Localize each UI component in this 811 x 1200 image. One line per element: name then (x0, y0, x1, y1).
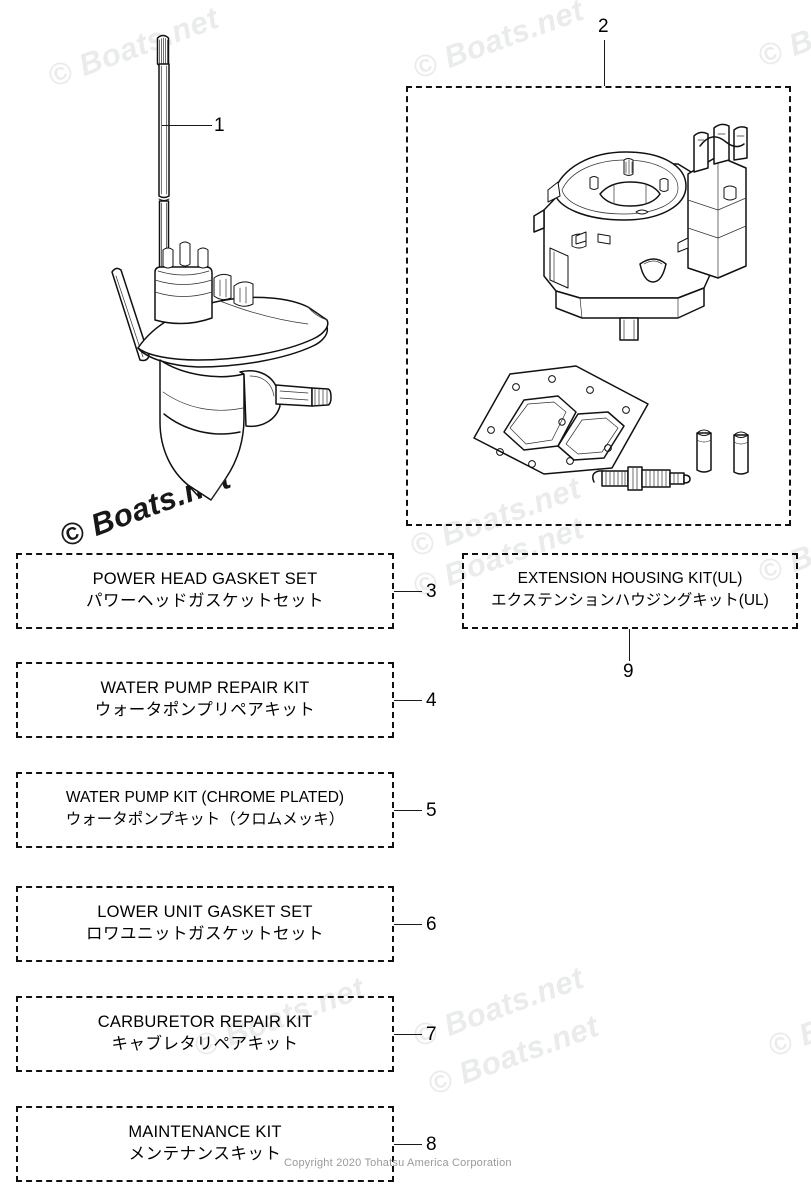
kit-label-jp: ウォータポンプキット（クロムメッキ） (65, 811, 345, 829)
watermark: © Boats.net (423, 1008, 604, 1102)
callout-2: 2 (598, 16, 609, 37)
callout-6: 6 (426, 914, 437, 935)
kit-label-en: MAINTENANCE KIT (128, 1122, 282, 1141)
leader-line-6 (394, 924, 422, 925)
kit-box-maintenance-kit[interactable]: MAINTENANCE KIT メンテナンスキット (16, 1106, 394, 1182)
kit-label-jp: キャブレタリペアキット (111, 1035, 299, 1054)
callout-7: 7 (426, 1024, 437, 1045)
callout-4: 4 (426, 690, 437, 711)
leader-line-8 (394, 1144, 422, 1145)
spark-plug-drawing (588, 462, 693, 494)
leader-line-4 (394, 700, 422, 701)
kit-box-power-head-gasket-set[interactable]: POWER HEAD GASKET SET パワーヘッドガスケットセット (16, 553, 394, 629)
kit-box-lower-unit-gasket-set[interactable]: LOWER UNIT GASKET SET ロワユニットガスケットセット (16, 886, 394, 962)
kit-label-en: WATER PUMP REPAIR KIT (100, 678, 310, 697)
kit-label-jp: ウォータポンプリペアキット (94, 701, 316, 720)
callout-5: 5 (426, 800, 437, 821)
kit-box-carburetor-repair-kit[interactable]: CARBURETOR REPAIR KIT キャブレタリペアキット (16, 996, 394, 1072)
dowel-pin-left-drawing (694, 426, 714, 476)
watermark: © Boats.net (408, 0, 589, 86)
callout-3: 3 (426, 581, 437, 602)
dowel-pin-right-drawing (731, 428, 751, 478)
callout-1: 1 (214, 115, 225, 136)
watermark: © Boats.net (753, 0, 811, 74)
leader-line-9 (629, 629, 630, 661)
kit-label-en: EXTENSION HOUSING KIT(UL) (517, 570, 743, 588)
copyright-notice: Copyright 2020 Tohatsu America Corporati… (284, 1157, 512, 1169)
leader-line-5 (394, 810, 422, 811)
kit-label-en: CARBURETOR REPAIR KIT (97, 1012, 313, 1031)
leader-line-2 (604, 40, 605, 86)
leader-line-1 (162, 125, 212, 126)
kit-label-jp: メンテナンスキット (128, 1145, 282, 1164)
watermark: © Boats.net (763, 970, 811, 1064)
region-box-power-head (406, 86, 791, 526)
leader-line-7 (394, 1034, 422, 1035)
kit-box-extension-housing-kit-ul[interactable]: EXTENSION HOUSING KIT(UL) エクステンションハウジングキ… (462, 553, 798, 629)
kit-label-jp: ロワユニットガスケットセット (86, 925, 324, 944)
leader-line-3 (394, 591, 422, 592)
kit-box-water-pump-kit-chrome-plated[interactable]: WATER PUMP KIT (CHROME PLATED) ウォータポンプキッ… (16, 772, 394, 848)
callout-8: 8 (426, 1134, 437, 1155)
kit-label-en: LOWER UNIT GASKET SET (97, 902, 313, 921)
lower-unit-drawing (80, 160, 340, 500)
cylinder-head-gasket-drawing (466, 360, 656, 475)
kit-box-water-pump-repair-kit[interactable]: WATER PUMP REPAIR KIT ウォータポンプリペアキット (16, 662, 394, 738)
kit-label-en: POWER HEAD GASKET SET (92, 569, 318, 588)
kit-label-jp: パワーヘッドガスケットセット (86, 592, 324, 611)
callout-9: 9 (623, 661, 634, 682)
kit-label-jp: エクステンションハウジングキット(UL) (491, 592, 769, 610)
power-head-drawing (528, 116, 778, 341)
kit-label-en: WATER PUMP KIT (CHROME PLATED) (65, 789, 345, 807)
